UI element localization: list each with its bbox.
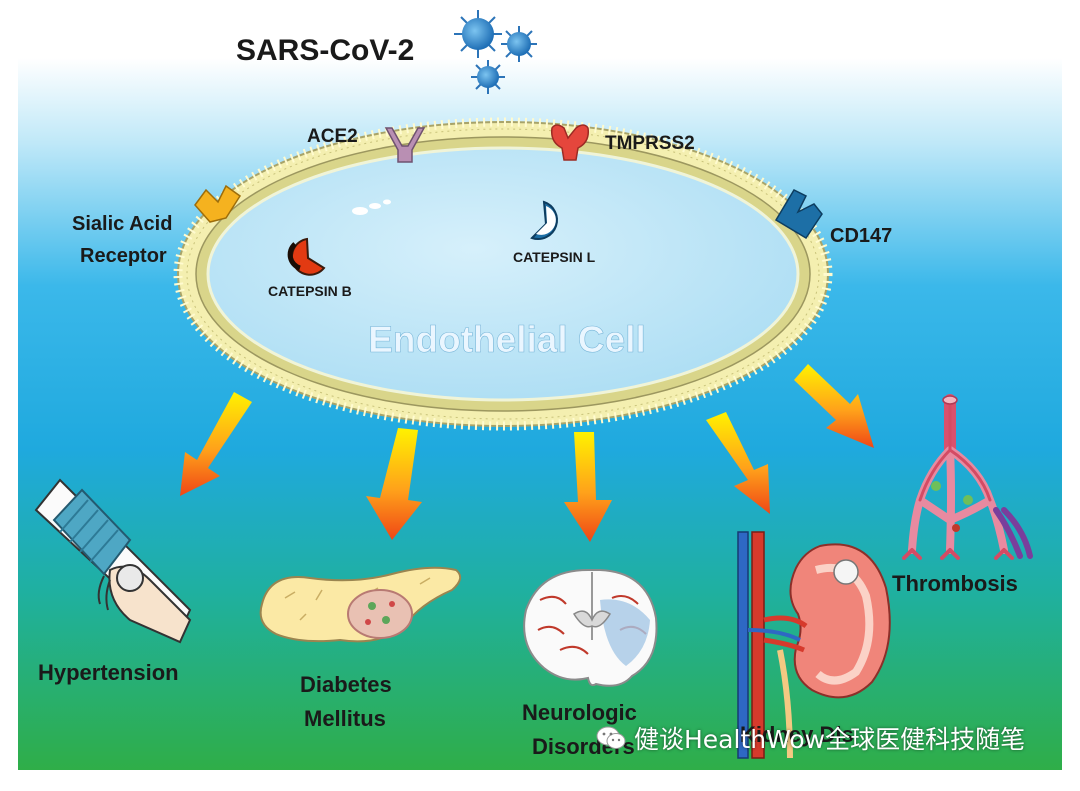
watermark: 健谈HealthWow全球医健科技随笔 bbox=[596, 720, 1025, 756]
kidney-icon bbox=[737, 531, 891, 759]
tmprss2-label: TMPRSS2 bbox=[605, 133, 695, 154]
arrow-to-diabetes bbox=[366, 428, 422, 540]
arrow-to-thrombosis bbox=[794, 364, 874, 448]
tmprss2-icon bbox=[550, 124, 590, 161]
brain-icon bbox=[523, 569, 658, 687]
outcome-label-kidney: Kidney Dis bbox=[740, 722, 854, 747]
catepsin-l-label: CATEPSIN L bbox=[513, 249, 596, 265]
outcome-label-neurologic-1: Neurologic bbox=[522, 700, 637, 725]
endothelial-cell bbox=[173, 117, 833, 431]
arrow-to-neurologic bbox=[564, 432, 612, 542]
sialic-acid-receptor-icon bbox=[194, 184, 242, 223]
outcome-label-diabetes-2: Mellitus bbox=[304, 706, 386, 731]
cd147-label: CD147 bbox=[830, 225, 892, 247]
cd147-icon bbox=[774, 189, 823, 240]
pancreas-icon bbox=[259, 566, 462, 643]
virus-icon bbox=[454, 10, 537, 94]
watermark-text: 健谈HealthWow全球医健科技随笔 bbox=[634, 725, 1026, 754]
sialic-acid-label: Sialic Acid bbox=[72, 213, 172, 235]
arrow-to-kidney bbox=[706, 412, 770, 514]
catepsin-b-label: CATEPSIN B bbox=[268, 283, 352, 299]
ace2-label: ACE2 bbox=[307, 126, 358, 147]
outcome-label-thrombosis: Thrombosis bbox=[892, 571, 1018, 596]
cell-label: Endothelial Cell bbox=[368, 319, 646, 360]
outcome-label-hypertension: Hypertension bbox=[38, 660, 179, 685]
catepsin-l-icon bbox=[530, 200, 558, 240]
ace2-receptor-icon bbox=[384, 127, 426, 163]
thrombosis-vessel-icon bbox=[902, 394, 1033, 560]
outcome-label-diabetes-1: Diabetes bbox=[300, 672, 392, 697]
receptor-label: Receptor bbox=[80, 245, 167, 267]
catepsin-b-icon bbox=[287, 237, 326, 276]
blood-pressure-cuff-icon bbox=[34, 478, 192, 644]
title: SARS-CoV-2 bbox=[236, 34, 414, 67]
wechat-icon bbox=[596, 726, 626, 749]
arrow-to-hypertension bbox=[180, 392, 252, 496]
